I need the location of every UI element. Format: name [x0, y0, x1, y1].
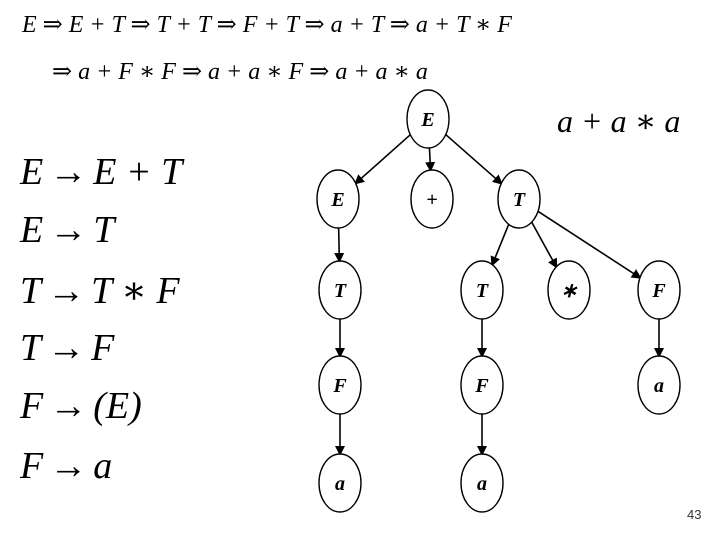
node-label: F — [332, 375, 347, 397]
derivation-line-1: E ⇒ E + T ⇒ T + T ⇒ F + T ⇒ a + T ⇒ a + … — [22, 12, 512, 38]
node-label: ∗ — [561, 280, 578, 302]
tree-node: T — [460, 260, 504, 320]
node-label: + — [426, 189, 437, 211]
tree-edge — [530, 221, 558, 269]
node-label: E — [420, 109, 434, 131]
tree-node: E — [316, 169, 360, 229]
tree-node: + — [410, 169, 454, 229]
arrow-icon: → — [49, 385, 88, 427]
node-ellipse — [410, 169, 454, 229]
node-ellipse — [318, 453, 362, 513]
rule-lhs: E — [20, 209, 44, 251]
rule-rhs: (E) — [93, 385, 142, 427]
node-ellipse — [406, 89, 450, 149]
rule-lhs: T — [20, 270, 42, 312]
tree-node: F — [460, 355, 504, 415]
node-label: T — [334, 280, 347, 302]
tree-node: ∗ — [547, 260, 591, 320]
tree-node: a — [460, 453, 504, 513]
tree-edge — [334, 227, 345, 264]
node-label: T — [476, 280, 489, 302]
rule-rhs: a — [93, 445, 113, 487]
tree-node: a — [637, 355, 681, 415]
grammar-rule: F→(E) — [20, 384, 142, 428]
rule-rhs: F — [91, 327, 115, 369]
arrow-icon: → — [49, 151, 88, 193]
rule-lhs: F — [20, 445, 44, 487]
node-label: T — [513, 189, 526, 211]
node-ellipse — [460, 355, 504, 415]
tree-node: T — [318, 260, 362, 320]
tree-node: E — [406, 89, 450, 149]
rule-rhs: T ∗ F — [91, 270, 180, 312]
node-ellipse — [547, 260, 591, 320]
tree-edge — [490, 223, 510, 267]
node-ellipse — [460, 453, 504, 513]
node-ellipse — [637, 260, 681, 320]
rule-rhs: T — [93, 209, 115, 251]
tree-edges — [334, 133, 664, 456]
arrow-icon: → — [49, 209, 88, 251]
arrow-icon: → — [47, 270, 86, 312]
node-ellipse — [460, 260, 504, 320]
tree-node: a — [318, 453, 362, 513]
derivation-line-2: ⇒ a + F ∗ F ⇒ a + a ∗ F ⇒ a + a ∗ a — [52, 59, 428, 85]
node-label: a — [335, 473, 345, 495]
node-ellipse — [637, 355, 681, 415]
rule-lhs: F — [20, 385, 44, 427]
grammar-rule: T→T ∗ F — [20, 268, 180, 313]
tree-node: T — [497, 169, 541, 229]
rule-lhs: E — [20, 151, 44, 193]
grammar-rule: E→T — [20, 208, 114, 252]
target-string: a + a ∗ a — [557, 103, 681, 139]
arrow-icon: → — [49, 445, 88, 487]
node-ellipse — [318, 260, 362, 320]
node-label: a — [654, 375, 664, 397]
node-ellipse — [497, 169, 541, 229]
grammar-rule: T→F — [20, 326, 114, 370]
node-label: a — [477, 473, 487, 495]
tree-node: F — [318, 355, 362, 415]
node-label: F — [651, 280, 666, 302]
node-label: F — [474, 375, 489, 397]
node-label: E — [330, 189, 344, 211]
tree-edge — [425, 147, 436, 173]
grammar-rule: E→E + T — [20, 150, 182, 194]
rule-rhs: E + T — [93, 151, 183, 193]
grammar-rule: F→a — [20, 444, 112, 488]
node-ellipse — [318, 355, 362, 415]
arrow-icon: → — [47, 327, 86, 369]
tree-edge — [445, 133, 503, 185]
node-ellipse — [316, 169, 360, 229]
tree-edge — [354, 134, 411, 185]
rule-lhs: T — [20, 327, 42, 369]
tree-node: F — [637, 260, 681, 320]
page-number: 43 — [687, 507, 702, 522]
tree-edge — [537, 210, 642, 279]
